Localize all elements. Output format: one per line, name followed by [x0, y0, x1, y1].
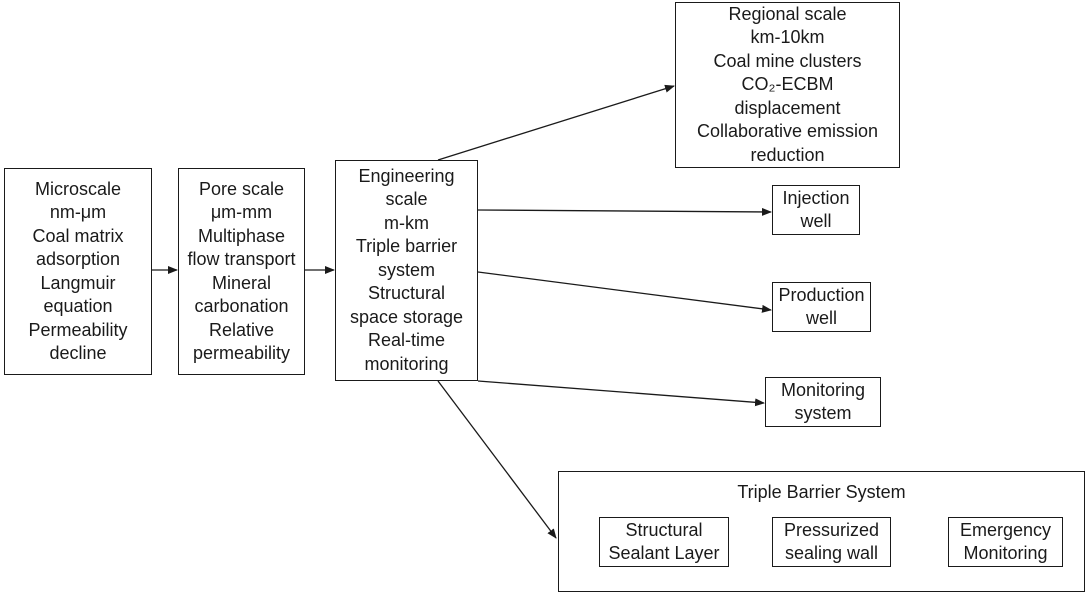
microscale-line: adsorption [35, 249, 121, 269]
monitoring-system-box: Monitoring system [765, 377, 881, 427]
arrow-engineering-to-injection [477, 207, 772, 216]
structural-sealant-layer-box: Structural Sealant Layer [599, 517, 729, 567]
monitoring-system-line: Monitoring [780, 379, 866, 400]
component-line: Pressurized [783, 520, 880, 540]
component-line: sealing wall [784, 543, 879, 563]
engineering-scale-line: Structural [367, 283, 446, 304]
engineering-scale-box: Engineering scale m-km Triple barrier sy… [335, 160, 478, 381]
production-well-box: Production well [772, 282, 871, 332]
triple-barrier-system-box: Triple Barrier System Structural Sealant… [558, 471, 1085, 592]
triple-barrier-title: Triple Barrier System [737, 482, 906, 502]
regional-scale-line: Regional scale [728, 3, 847, 24]
pore-scale-line: Mineral [211, 272, 272, 293]
arrow-engineering-to-monitoring [477, 380, 765, 407]
emergency-monitoring-box: Emergency Monitoring [948, 517, 1063, 567]
pore-scale-line: carbonation [194, 296, 289, 316]
pressurized-sealing-wall-box: Pressurized sealing wall [772, 517, 891, 567]
component-line: Sealant Layer [608, 543, 720, 563]
injection-well-box: Injection well [772, 185, 860, 235]
regional-scale-line: CO₂-ECBM [741, 74, 834, 95]
microscale-line: Permeability [28, 319, 128, 340]
microscale-line: Microscale [34, 178, 122, 199]
pore-scale-line: Pore scale [198, 178, 285, 199]
microscale-line: nm-μm [49, 202, 107, 222]
injection-well-line: Injection [782, 187, 850, 208]
engineering-scale-line: monitoring [364, 353, 449, 374]
pore-scale-line: Multiphase [197, 225, 286, 246]
engineering-scale-line: Engineering [358, 165, 455, 186]
injection-well-line: well [800, 211, 832, 231]
pore-scale-line: μm-mm [210, 202, 273, 222]
microscale-box: Microscale nm-μm Coal matrix adsorption … [4, 168, 152, 375]
regional-scale-line: reduction [750, 144, 825, 165]
engineering-scale-line: system [377, 259, 435, 280]
engineering-scale-line: Triple barrier [355, 236, 458, 257]
pore-scale-box: Pore scale μm-mm Multiphase flow transpo… [178, 168, 305, 375]
production-well-line: Production [778, 284, 865, 305]
arrow-engineering-to-production [477, 271, 772, 313]
engineering-scale-line: Real-time [367, 330, 446, 351]
microscale-line: equation [43, 296, 113, 316]
microscale-line: decline [49, 343, 107, 363]
microscale-line: Coal matrix [32, 225, 124, 246]
pore-scale-line: flow transport [187, 249, 296, 269]
component-line: Structural [625, 520, 703, 540]
monitoring-system-line: system [794, 403, 852, 423]
regional-scale-line: km-10km [750, 27, 825, 48]
pore-scale-line: Relative [208, 319, 275, 340]
regional-scale-box: Regional scale km-10km Coal mine cluster… [675, 2, 900, 168]
engineering-scale-line: m-km [384, 212, 429, 233]
regional-scale-line: Collaborative emission [696, 121, 879, 142]
pore-scale-line: permeability [192, 343, 291, 363]
component-line: Monitoring [963, 543, 1048, 563]
component-line: Emergency [959, 520, 1052, 540]
regional-scale-line: displacement [734, 97, 841, 118]
arrow-engineering-to-regional [437, 84, 675, 161]
engineering-scale-line: scale [385, 189, 428, 210]
production-well-line: well [805, 308, 837, 328]
microscale-line: Langmuir [40, 272, 116, 293]
regional-scale-line: Coal mine clusters [713, 50, 862, 71]
arrow-engineering-to-triple-barrier [437, 380, 557, 539]
engineering-scale-line: space storage [349, 306, 464, 327]
